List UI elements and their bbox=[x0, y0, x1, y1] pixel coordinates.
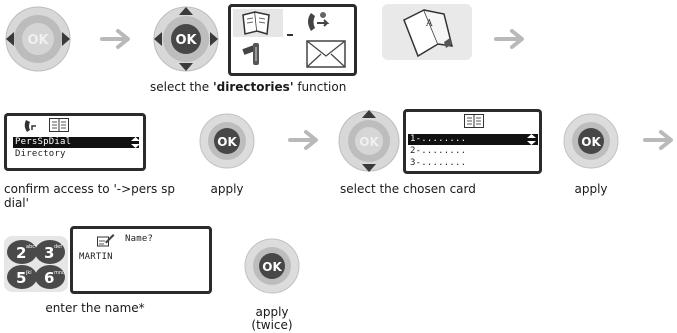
pencil-contact-icon bbox=[97, 233, 115, 247]
svg-text:OK: OK bbox=[217, 135, 237, 149]
svg-text:OK: OK bbox=[359, 135, 379, 149]
lcd-screen-card-list: 1-........ 2-........ 3-........ bbox=[403, 109, 542, 174]
caption-enter-name: enter the name* bbox=[45, 301, 145, 315]
caption-select-card: select the chosen card bbox=[340, 182, 476, 196]
next-arrow-icon bbox=[100, 29, 132, 49]
arrow-right-icon bbox=[62, 32, 70, 46]
phone-forward-icon bbox=[308, 12, 330, 31]
name-input-value[interactable]: MARTIN bbox=[79, 252, 113, 262]
svg-text:3: 3 bbox=[44, 244, 54, 262]
next-arrow-icon bbox=[643, 130, 675, 150]
phone-handset-icon bbox=[242, 43, 259, 65]
svg-text:OK: OK bbox=[262, 260, 282, 274]
lcd-card[interactable]: 2-........ bbox=[410, 146, 467, 156]
arrow-left-icon bbox=[154, 32, 162, 46]
svg-text:def: def bbox=[54, 244, 62, 250]
svg-text:2: 2 bbox=[16, 244, 26, 262]
lcd-card-selected[interactable]: 1-........ bbox=[408, 134, 538, 145]
svg-text:OK: OK bbox=[581, 135, 601, 149]
caption-apply: apply bbox=[574, 182, 608, 196]
svg-text:mno: mno bbox=[54, 270, 65, 276]
keypad-keys[interactable]: 2 abc 3 def 5 jkl 6 mno bbox=[4, 236, 68, 292]
ok-button[interactable]: OK bbox=[199, 113, 255, 169]
svg-text:OK: OK bbox=[27, 33, 49, 48]
arrow-right-icon bbox=[210, 32, 218, 46]
ok-button[interactable]: OK bbox=[244, 238, 300, 294]
lcd-item-selected[interactable]: PersSpDial bbox=[13, 137, 139, 148]
svg-text:A: A bbox=[425, 19, 433, 29]
arrow-down-icon bbox=[362, 164, 376, 172]
directories-menu-panel bbox=[228, 4, 357, 76]
directory-book-illustration: A bbox=[382, 4, 472, 60]
book-icon bbox=[242, 11, 270, 35]
scroll-updown-icon bbox=[131, 137, 140, 148]
ok-button[interactable]: OK bbox=[563, 113, 619, 169]
lcd-card[interactable]: 3-........ bbox=[410, 158, 467, 168]
navigator-up-down[interactable]: OK bbox=[337, 108, 401, 174]
next-arrow-icon bbox=[494, 29, 526, 49]
handset-icon bbox=[23, 118, 39, 134]
name-prompt: Name? bbox=[125, 234, 154, 244]
caption-apply-line1: apply bbox=[255, 305, 289, 319]
navigator-four-way[interactable]: OK bbox=[152, 5, 220, 73]
svg-text:5: 5 bbox=[16, 269, 26, 287]
arrow-down-icon bbox=[179, 63, 193, 71]
key-6: 6 mno bbox=[35, 265, 65, 289]
caption-select-directories: select the 'directories' function bbox=[150, 80, 347, 94]
scroll-updown-icon bbox=[527, 134, 536, 145]
caption-apply: apply bbox=[210, 182, 244, 196]
svg-text:jkl: jkl bbox=[25, 270, 32, 276]
caption-confirm-access: confirm access to '->pers sp dial' bbox=[4, 182, 175, 210]
lcd-item[interactable]: Directory bbox=[15, 149, 66, 159]
directory-book-icon bbox=[464, 114, 484, 128]
navigator-left-right[interactable]: OK bbox=[4, 5, 72, 73]
lcd-screen-name-entry: Name? MARTIN bbox=[70, 226, 212, 294]
svg-text:6: 6 bbox=[44, 269, 54, 287]
arrow-up-icon bbox=[179, 7, 193, 15]
next-arrow-icon bbox=[288, 130, 320, 150]
svg-text:OK: OK bbox=[175, 33, 197, 48]
directory-book-icon bbox=[49, 118, 69, 132]
key-5: 5 jkl bbox=[7, 265, 37, 289]
key-3: 3 def bbox=[35, 240, 65, 264]
arrow-up-icon bbox=[362, 110, 376, 118]
svg-text:abc: abc bbox=[26, 244, 35, 250]
key-2: 2 abc bbox=[7, 240, 37, 264]
lcd-screen-pers-sp-dial: PersSpDial Directory bbox=[4, 113, 146, 171]
arrow-left-icon bbox=[6, 32, 14, 46]
caption-apply-line2: (twice) bbox=[251, 318, 293, 332]
envelope-icon bbox=[306, 40, 346, 68]
